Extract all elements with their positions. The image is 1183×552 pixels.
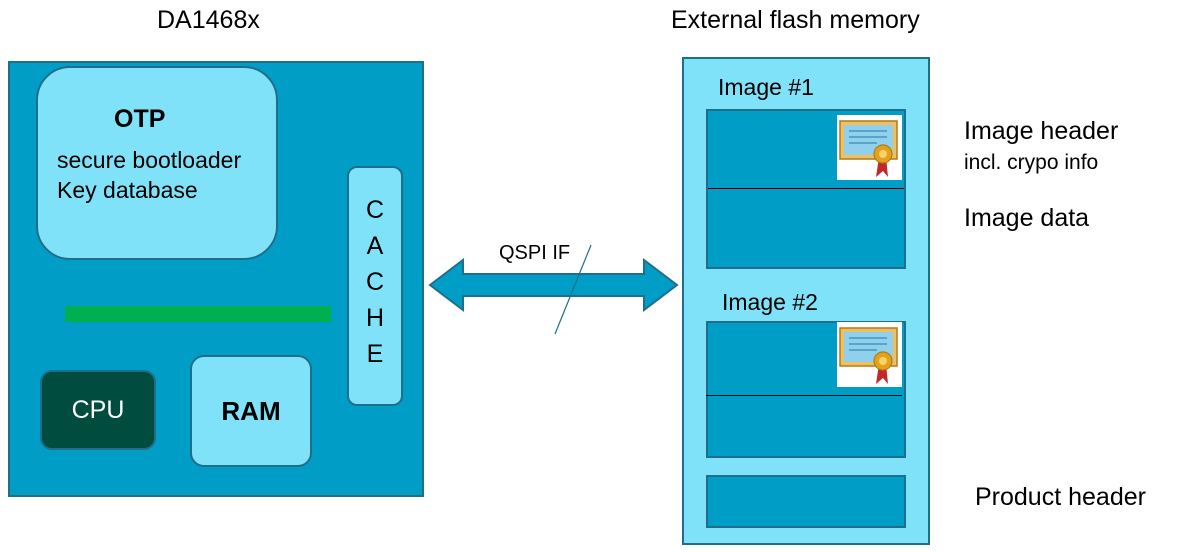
ram-block: RAM bbox=[190, 355, 312, 467]
product-header-box bbox=[706, 475, 906, 528]
flash-title: External flash memory bbox=[671, 6, 920, 34]
cpu-block: CPU bbox=[40, 370, 156, 450]
otp-block bbox=[36, 66, 278, 260]
certificate-icon bbox=[837, 322, 902, 387]
qspi-bus-slash bbox=[554, 244, 592, 335]
cache-letter: C bbox=[365, 196, 385, 224]
product-header-label: Product header bbox=[975, 483, 1146, 511]
cache-letter: C bbox=[365, 268, 385, 296]
cache-letter: A bbox=[366, 232, 384, 260]
cache-letter: H bbox=[365, 304, 385, 332]
image1-label: Image #1 bbox=[718, 74, 814, 100]
otp-line-bootloader: secure bootloader bbox=[57, 147, 242, 173]
internal-bus bbox=[65, 306, 331, 322]
image1-divider bbox=[708, 188, 904, 189]
qspi-double-arrow bbox=[428, 257, 679, 313]
otp-line-key-database: Key database bbox=[57, 177, 198, 203]
image2-label: Image #2 bbox=[722, 289, 818, 315]
certificate-icon bbox=[837, 115, 902, 180]
cache-letter: E bbox=[366, 340, 384, 368]
cache-block: C A C H E bbox=[347, 166, 403, 406]
qspi-arrow bbox=[428, 244, 679, 335]
image2-divider bbox=[706, 395, 902, 396]
image-data-label: Image data bbox=[964, 204, 1090, 232]
otp-title: OTP bbox=[114, 105, 166, 133]
image-header-sub-label: incl. crypo info bbox=[964, 151, 1099, 174]
qspi-label: QSPI IF bbox=[496, 242, 574, 265]
chip-title: DA1468x bbox=[157, 6, 260, 34]
image-header-label: Image header bbox=[964, 117, 1119, 145]
